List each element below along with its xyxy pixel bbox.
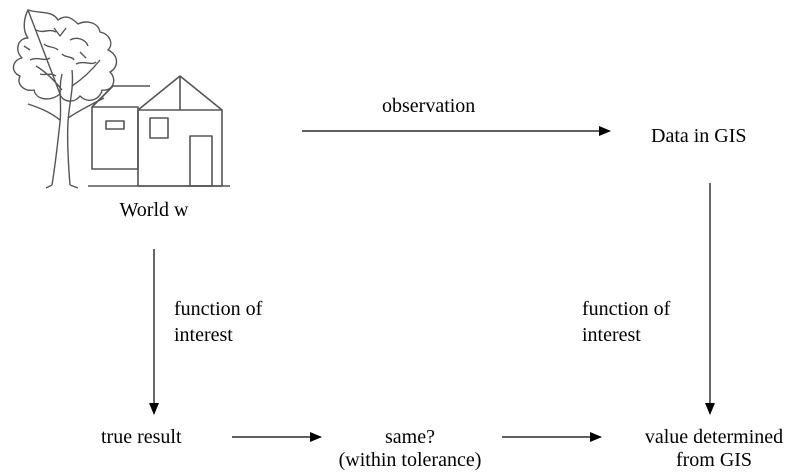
left-function-label-line1: function of: [174, 298, 263, 320]
house-icon: [88, 75, 230, 187]
right-function-label-line1: function of: [582, 298, 671, 320]
left-function-label-line2: interest: [174, 324, 233, 346]
value-determined-line2-label: from GIS: [675, 449, 753, 471]
observation-label: observation: [382, 95, 476, 117]
tree-icon: [12, 9, 118, 189]
data-in-gis-label: Data in GIS: [651, 125, 747, 147]
same-note-label: (within tolerance): [338, 449, 482, 471]
value-determined-label: value determined: [644, 426, 784, 448]
right-function-label-line2: interest: [582, 324, 641, 346]
same-label: same?: [385, 426, 435, 448]
world-label: World w: [119, 199, 189, 221]
true-result-label: true result: [101, 426, 182, 448]
